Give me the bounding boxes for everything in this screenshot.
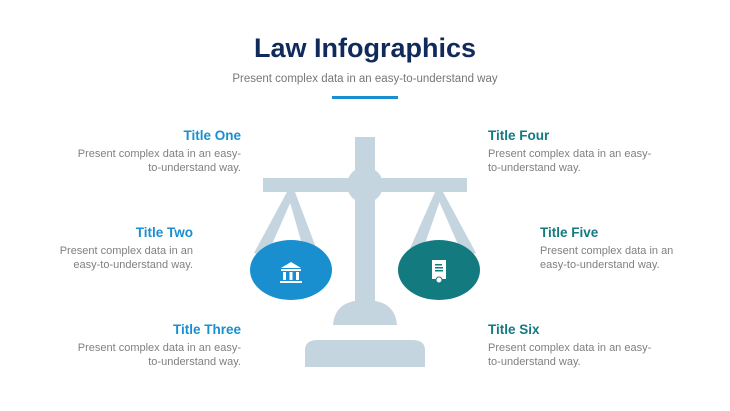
item-desc-line2: to-understand way. xyxy=(488,356,581,368)
item-desc-line2: easy-to-understand way. xyxy=(73,259,193,271)
item-title: Title Six xyxy=(488,322,540,337)
item-desc-line2: to-understand way. xyxy=(488,162,581,174)
item-desc-line1: Present complex data in an xyxy=(540,245,674,257)
item-title: Title Five xyxy=(540,225,599,240)
item-desc-line2: to-understand way. xyxy=(148,162,241,174)
item-desc-line1: Present complex data in an easy- xyxy=(77,148,241,160)
item-title: Title Four xyxy=(488,128,550,143)
item-title-four: Title Four Present complex data in an ea… xyxy=(488,128,688,175)
page-subtitle: Present complex data in an easy-to-under… xyxy=(232,73,498,85)
item-title-six: Title Six Present complex data in an eas… xyxy=(488,322,688,369)
item-title: Title One xyxy=(183,128,241,143)
item-desc-line1: Present complex data in an easy- xyxy=(488,148,652,160)
page-title: Law Infographics xyxy=(253,33,477,63)
item-desc-line1: Present complex data in an easy- xyxy=(77,342,241,354)
item-title-one: Title One Present complex data in an eas… xyxy=(41,128,241,175)
courthouse-icon xyxy=(280,262,302,283)
title-divider xyxy=(332,96,398,99)
item-desc-line2: to-understand way. xyxy=(148,356,241,368)
certificate-document-icon xyxy=(432,260,446,284)
item-desc-line2: easy-to-understand way. xyxy=(540,259,660,271)
item-desc-line1: Present complex data in an easy- xyxy=(488,342,652,354)
item-title: Title Three xyxy=(172,322,241,337)
item-title: Title Two xyxy=(135,225,193,240)
item-desc-line1: Present complex data in an xyxy=(59,245,193,257)
item-title-three: Title Three Present complex data in an e… xyxy=(41,322,241,369)
item-title-five: Title Five Present complex data in an ea… xyxy=(540,225,730,272)
item-title-two: Title Two Present complex data in an eas… xyxy=(0,225,193,272)
